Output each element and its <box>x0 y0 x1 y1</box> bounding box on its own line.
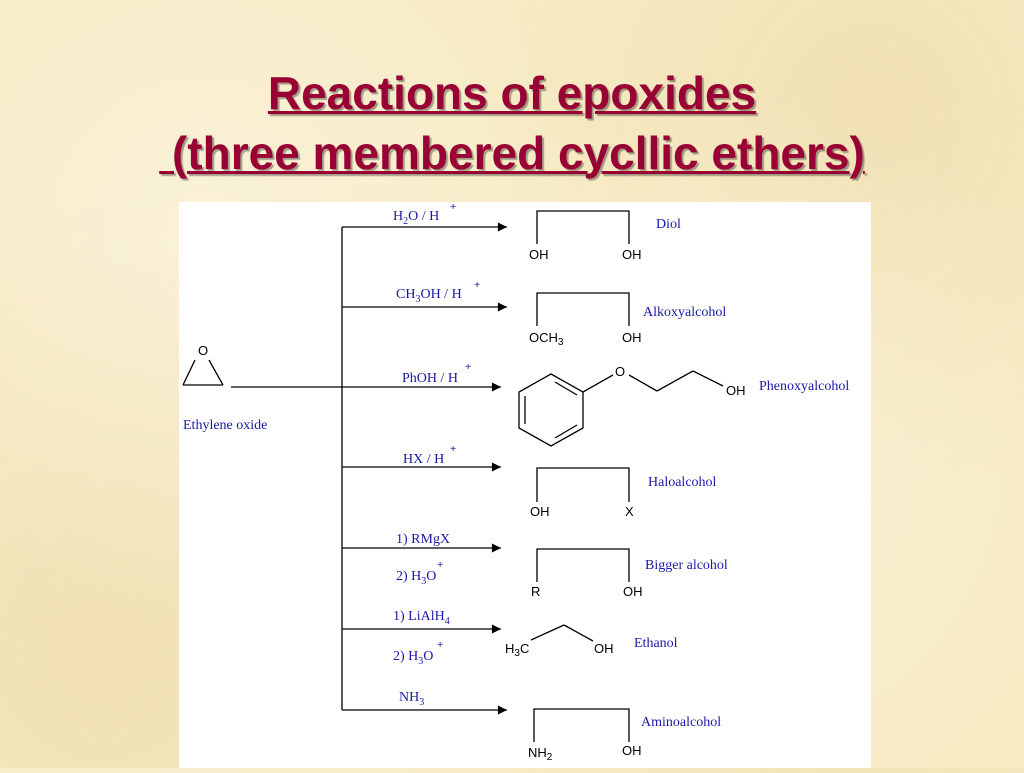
ethylene-oxide-structure: O <box>182 343 224 386</box>
svg-text:+: + <box>474 279 480 291</box>
product-name-alkoxyalcohol: Alkoxyalcohol <box>643 305 726 320</box>
product-bigger-alcohol-structure: R OH <box>531 548 643 599</box>
starting-material-name: Ethylene oxide <box>183 418 267 433</box>
svg-text:OH: OH <box>622 743 642 758</box>
product-name-ethanol: Ethanol <box>634 636 678 651</box>
slide-title-line-2: (three membered cycllic ethers) <box>159 127 865 179</box>
svg-text:CH3OH / H: CH3OH / H <box>396 287 462 305</box>
svg-text:HX / H: HX / H <box>403 452 444 467</box>
product-name-bigger-alcohol: Bigger alcohol <box>645 558 728 573</box>
svg-text:2) H3O: 2) H3O <box>396 569 436 587</box>
svg-text:OH: OH <box>622 247 642 262</box>
svg-text:1) LiAlH4: 1) LiAlH4 <box>393 609 450 627</box>
reagent-methanol-acid: CH3OH / H + <box>396 279 480 305</box>
product-aminoalcohol-structure: NH2 OH <box>528 708 642 763</box>
svg-text:OH: OH <box>726 383 746 398</box>
svg-text:+: + <box>450 443 456 455</box>
svg-text:+: + <box>437 639 443 651</box>
svg-text:NH3: NH3 <box>399 690 424 708</box>
product-phenoxyalcohol-structure: O OH <box>518 364 746 447</box>
product-name-haloalcohol: Haloalcohol <box>648 475 717 490</box>
svg-text:OCH3: OCH3 <box>529 330 564 348</box>
svg-text:OH: OH <box>623 584 643 599</box>
reagent-hx-acid: HX / H + <box>403 443 456 467</box>
product-diol-structure: OH OH <box>529 210 642 262</box>
product-ethanol-structure: H3C OH <box>505 624 614 659</box>
svg-text:+: + <box>437 559 443 571</box>
reagent-ammonia: NH3 <box>399 690 424 708</box>
svg-text:H3C: H3C <box>505 641 529 659</box>
svg-text:2) H3O: 2) H3O <box>393 649 433 667</box>
svg-text:+: + <box>450 202 456 213</box>
svg-text:1) RMgX: 1) RMgX <box>396 532 450 547</box>
reagent-grignard: 1) RMgX 2) H3O + <box>396 532 450 587</box>
svg-text:R: R <box>531 584 540 599</box>
product-name-phenoxyalcohol: Phenoxyalcohol <box>759 379 849 394</box>
slide-title-line-1: Reactions of epoxides <box>267 67 757 119</box>
product-alkoxyalcohol-structure: OCH3 OH <box>529 292 642 348</box>
reagent-water-acid: H2O / H + <box>393 201 456 227</box>
svg-text:OH: OH <box>622 330 642 345</box>
svg-text:PhOH / H: PhOH / H <box>402 371 458 386</box>
svg-text:H2O / H: H2O / H <box>393 209 439 227</box>
reaction-scheme-panel: O Ethylene oxide H2O / H + CH3OH / H + P… <box>179 201 871 768</box>
epoxide-oxygen-label: O <box>198 343 208 358</box>
reagent-phenol-acid: PhOH / H + <box>402 361 471 386</box>
reagent-lialh4: 1) LiAlH4 2) H3O + <box>393 609 450 667</box>
svg-text:OH: OH <box>529 247 549 262</box>
product-haloalcohol-structure: OH X <box>530 467 634 519</box>
svg-text:NH2: NH2 <box>528 745 553 763</box>
svg-text:+: + <box>465 361 471 373</box>
svg-text:OH: OH <box>594 641 614 656</box>
product-name-aminoalcohol: Aminoalcohol <box>641 715 721 730</box>
product-name-diol: Diol <box>656 217 681 232</box>
svg-text:O: O <box>615 364 625 379</box>
svg-text:X: X <box>625 504 634 519</box>
reaction-scheme: O Ethylene oxide H2O / H + CH3OH / H + P… <box>182 201 849 763</box>
svg-text:OH: OH <box>530 504 550 519</box>
